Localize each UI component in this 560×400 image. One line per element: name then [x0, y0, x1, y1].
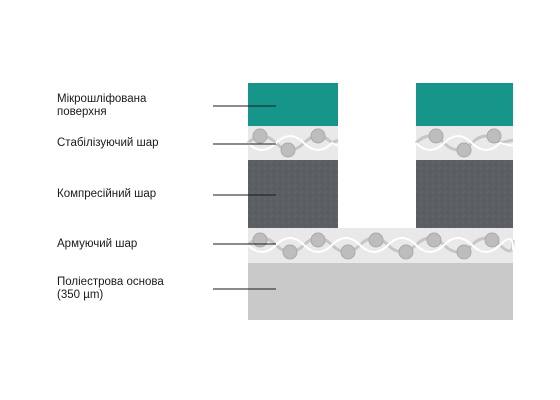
- right-surface-layer: [416, 83, 513, 126]
- left-pillar: [246, 83, 339, 228]
- right-compression-layer: [416, 160, 513, 228]
- right-pillar: [414, 83, 514, 228]
- polyester-base-layer: [248, 263, 513, 320]
- left-compression-layer: [248, 160, 338, 228]
- leader-lines: [213, 105, 276, 290]
- label-compression: Компресійний шар: [57, 188, 157, 200]
- reinforcing-beads: [252, 232, 500, 260]
- label-stabilizing: Стабілізуючий шар: [57, 137, 159, 149]
- reinforcing-weave-2: [247, 237, 515, 253]
- label-micro-surface: Мікрошліфована поверхня: [57, 93, 147, 118]
- label-polyester-base: Поліестрова основа (350 µm): [57, 276, 164, 301]
- label-reinforcing: Армуючий шар: [57, 238, 138, 250]
- left-surface-layer: [248, 83, 338, 126]
